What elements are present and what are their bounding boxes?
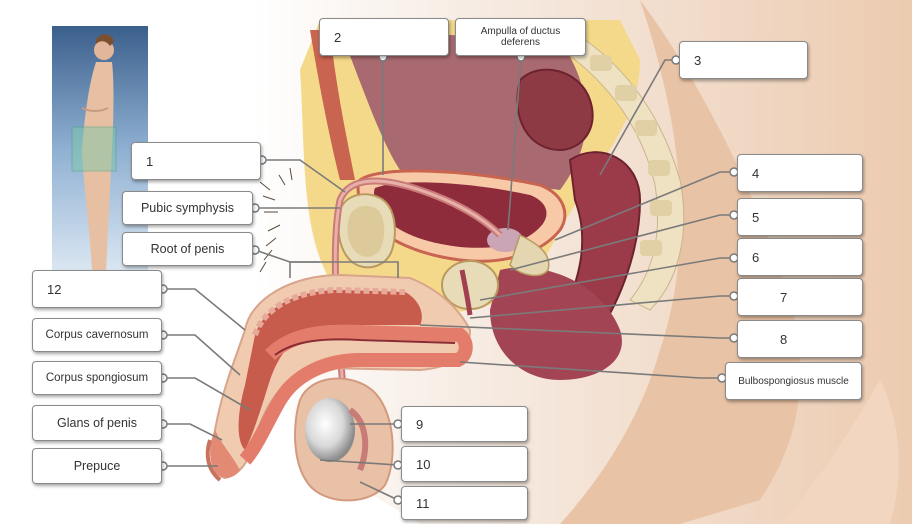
label-text-8: 8 <box>780 331 788 347</box>
label-text-6: 6 <box>752 249 760 265</box>
label-box-1[interactable]: 1 <box>131 142 261 180</box>
label-text-9: 9 <box>416 416 424 432</box>
label-box-12[interactable]: 12 <box>32 270 162 308</box>
label-text-corpus-cavernosum: Corpus cavernosum <box>45 329 149 341</box>
label-text-7: 7 <box>780 289 788 305</box>
label-box-6[interactable]: 6 <box>737 238 863 276</box>
intestines <box>340 30 642 380</box>
label-box-9[interactable]: 9 <box>401 406 528 442</box>
label-box-4[interactable]: 4 <box>737 154 863 192</box>
label-text-5: 5 <box>752 209 760 225</box>
label-text-bulbospongiosus: Bulbospongiosus muscle <box>738 375 849 387</box>
label-box-11[interactable]: 11 <box>401 486 528 520</box>
penis <box>205 273 473 482</box>
label-text-glans-of-penis: Glans of penis <box>57 416 137 430</box>
label-box-corpus-cavernosum[interactable]: Corpus cavernosum <box>32 318 162 352</box>
label-text-11: 11 <box>416 495 430 511</box>
inset-figure <box>52 26 148 272</box>
label-text-root-of-penis: Root of penis <box>150 242 225 256</box>
label-text-prepuce: Prepuce <box>73 459 121 473</box>
label-text-pubic-symphysis: Pubic symphysis <box>140 201 235 215</box>
label-box-bulbospongiosus[interactable]: Bulbospongiosus muscle <box>725 362 862 400</box>
label-box-pubic-symphysis[interactable]: Pubic symphysis <box>122 191 253 225</box>
label-text-12: 12 <box>47 281 62 297</box>
prostate <box>441 233 550 316</box>
label-box-5[interactable]: 5 <box>737 198 863 236</box>
testis <box>294 377 394 502</box>
label-box-2[interactable]: 2 <box>319 18 449 56</box>
label-box-corpus-spongiosum[interactable]: Corpus spongiosum <box>32 361 162 395</box>
label-box-10[interactable]: 10 <box>401 446 528 482</box>
label-text-2: 2 <box>334 29 342 45</box>
sacrum <box>554 29 685 311</box>
label-box-root-of-penis[interactable]: Root of penis <box>122 232 253 266</box>
label-box-7[interactable]: 7 <box>737 278 863 316</box>
label-text-10: 10 <box>416 456 431 472</box>
label-box-glans-of-penis[interactable]: Glans of penis <box>32 405 162 441</box>
urinary-bladder <box>356 169 567 263</box>
label-text-3: 3 <box>694 52 702 68</box>
label-box-3[interactable]: 3 <box>679 41 808 79</box>
label-box-ampulla[interactable]: Ampulla of ductus deferens <box>455 18 586 56</box>
label-text-corpus-spongiosum: Corpus spongiosum <box>45 372 149 384</box>
label-text-1: 1 <box>146 153 154 169</box>
label-text-4: 4 <box>752 165 760 181</box>
pubic-bone <box>337 193 396 269</box>
label-text-ampulla: Ampulla of ductus deferens <box>480 26 561 48</box>
label-box-8[interactable]: 8 <box>737 320 863 358</box>
label-box-prepuce[interactable]: Prepuce <box>32 448 162 484</box>
